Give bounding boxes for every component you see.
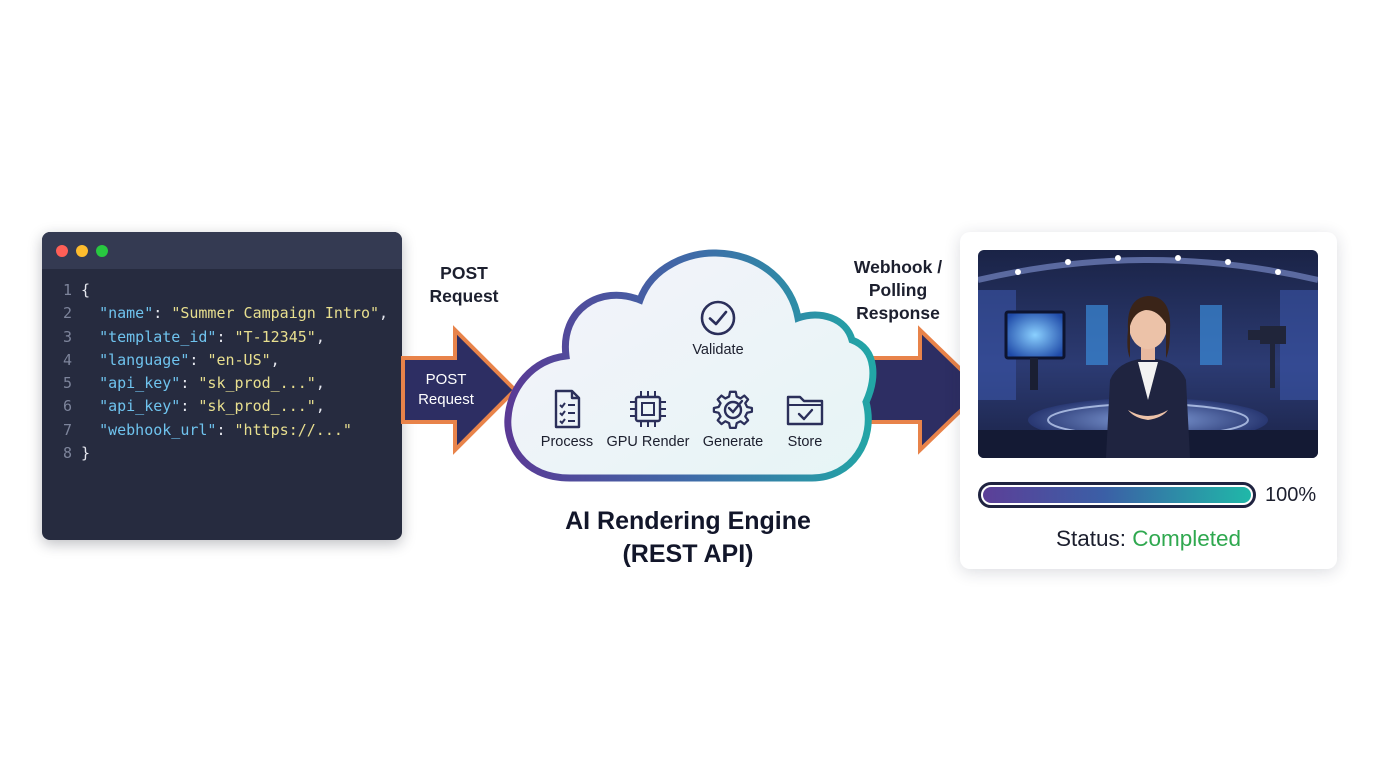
json-key: "template_id" [99,327,217,346]
cloud-shape [504,249,877,482]
code-editor-window: 1{ 2 "name": "Summer Campaign Intro", 3 … [42,232,402,540]
code-line: 7 "webhook_url": "https://..." [42,419,402,442]
code-line: 3 "template_id": "T-12345", [42,326,402,349]
step-validate: Validate [663,298,773,358]
editor-title-bar [42,232,402,269]
json-value: "T-12345" [234,327,316,346]
json-value: "en-US" [207,350,271,369]
json-value: "Summer Campaign Intro" [171,304,380,323]
line-number: 1 [62,281,72,299]
json-value: "sk_prod_..." [198,374,316,393]
code-line: 6 "api_key": "sk_prod_...", [42,395,402,418]
minimize-window-dot[interactable] [76,245,88,257]
json-value: "sk_prod_..." [198,397,316,416]
step-label: Store [787,434,823,450]
code-line: 4 "language": "en-US", [42,349,402,372]
gear-icon [712,390,754,430]
json-value: "https://..." [234,420,352,439]
line-number: 3 [62,327,72,346]
line-number: 8 [62,444,72,463]
json-key: "name" [99,304,154,323]
request-label-inside: POST Request [418,371,474,408]
line-number: 4 [62,350,72,369]
brace-close: } [81,444,91,463]
video-preview[interactable] [978,250,1318,458]
response-label: Webhook / Polling Response [853,257,943,323]
checklist-document-icon [554,389,581,429]
code-line: 2 "name": "Summer Campaign Intro", [42,302,402,325]
step-process: Process [512,388,622,450]
json-key: "api_key" [99,374,181,393]
step-generate: Generate [678,388,788,450]
progress-bar-fill [983,487,1251,503]
code-line: 1{ [42,279,402,302]
code-line: 5 "api_key": "sk_prod_...", [42,372,402,395]
step-label: Validate [692,342,744,358]
json-request-body: 1{ 2 "name": "Summer Campaign Intro", 3 … [42,269,402,465]
progress-bar [978,482,1256,508]
line-number: 2 [62,304,72,323]
step-label: GPU Render [606,434,690,450]
render-result-card: 100% Status: Completed [960,232,1337,569]
presenter-studio-image [978,250,1318,458]
line-number: 5 [62,374,72,393]
check-circle-icon [700,300,736,336]
json-key: "language" [99,350,190,369]
code-line: 8} [42,442,402,465]
step-label: Generate [702,434,764,450]
status-label: Status: [1055,526,1133,551]
close-window-dot[interactable] [56,245,68,257]
step-label: Process [540,434,594,450]
step-gpu-render: GPU Render [593,388,703,450]
line-number: 6 [62,397,72,416]
engine-title: AI Rendering Engine (REST API) [565,507,811,568]
brace-open: { [81,281,91,299]
status-line: Status: Completed [960,525,1337,553]
chip-icon [630,391,666,427]
step-store: Store [750,388,860,450]
json-key: "api_key" [99,397,181,416]
status-value: Completed [1132,526,1242,551]
maximize-window-dot[interactable] [96,245,108,257]
request-label-above: POST Request [429,263,499,306]
folder-check-icon [786,395,824,426]
progress-percent: 100% [1265,484,1317,506]
request-arrow [401,325,518,455]
json-key: "webhook_url" [99,420,217,439]
line-number: 7 [62,420,72,439]
